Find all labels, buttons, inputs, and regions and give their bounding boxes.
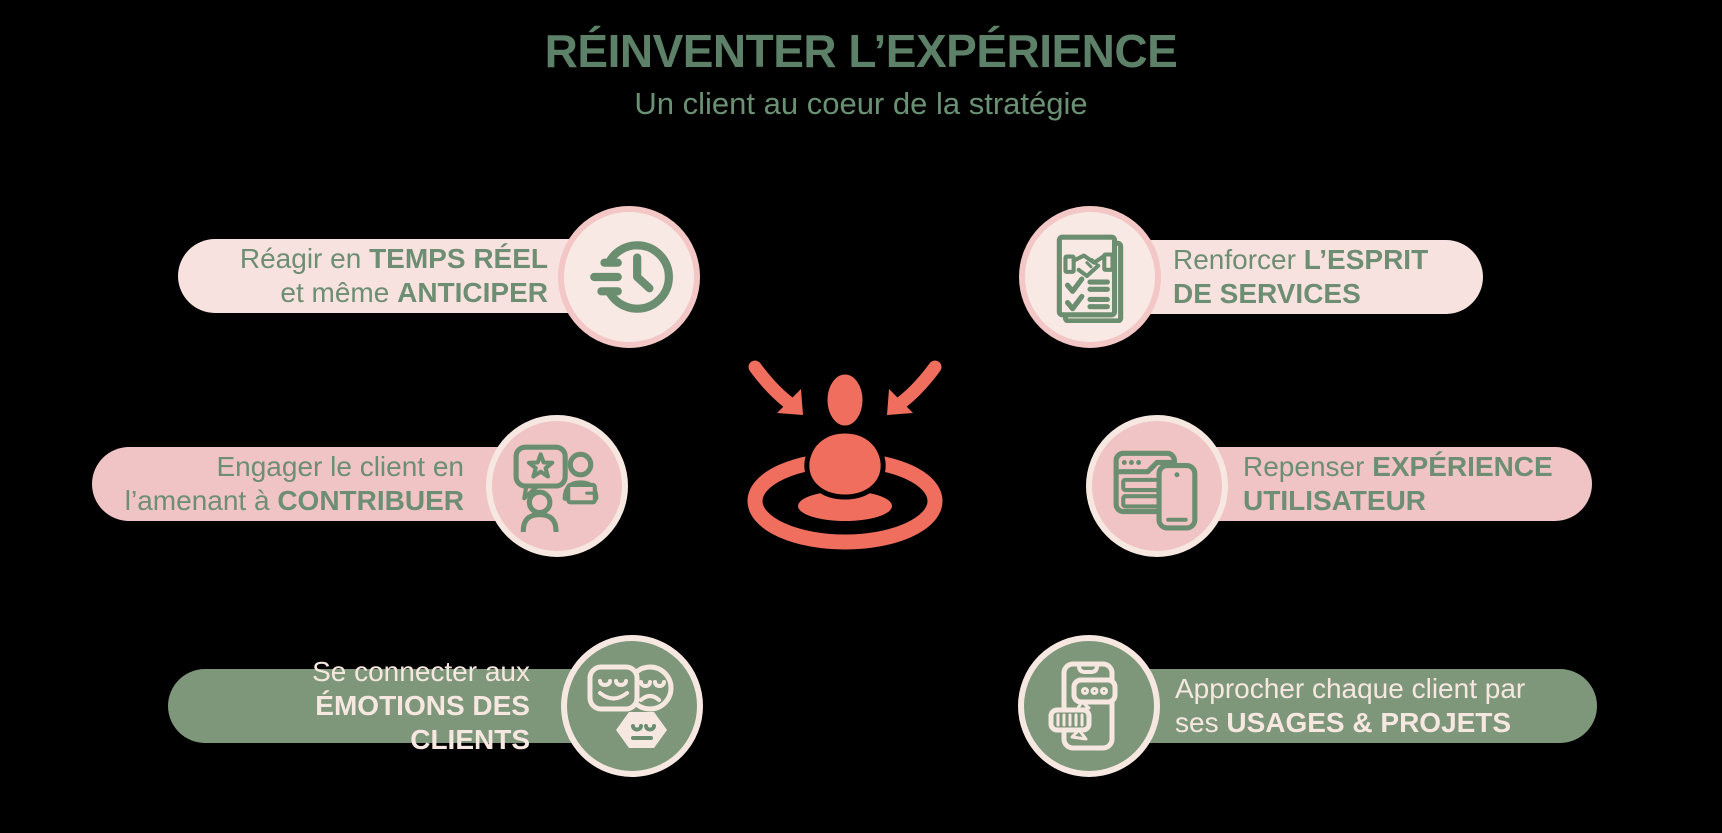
pill-line: ses USAGES & PROJETS	[1175, 707, 1512, 738]
pill-line: Repenser EXPÉRIENCE	[1243, 451, 1553, 482]
pill-line: Approcher chaque client par	[1175, 673, 1526, 704]
page-title: RÉINVENTER L’EXPÉRIENCE	[544, 25, 1178, 77]
speed-clock-icon	[590, 241, 673, 313]
item-pill: Approcher chaque client par ses USAGES &…	[1091, 669, 1597, 743]
page-subtitle: Un client au coeur de la stratégie	[634, 86, 1088, 121]
handshake-checklist-icon	[1056, 234, 1124, 323]
pill-line: UTILISATEUR	[1243, 485, 1427, 516]
browser-phone-icon	[1113, 450, 1198, 531]
emotion-faces-icon	[587, 664, 674, 748]
pill-line: Se connecter aux	[312, 656, 530, 687]
pill-line: DE SERVICES	[1173, 278, 1361, 309]
pill-line: Renforcer L’ESPRIT	[1173, 244, 1429, 275]
item-icon-circle	[1086, 415, 1228, 557]
pill-line: Engager le client en	[216, 451, 464, 482]
star-chat-people-icon	[513, 444, 599, 532]
item-icon-circle	[486, 415, 628, 557]
pill-line: ÉMOTIONS DES CLIENTS	[315, 690, 530, 755]
item-icon-circle	[561, 635, 703, 777]
pill-line: l’amenant à CONTRIBUER	[124, 485, 464, 516]
item-icon-circle	[558, 206, 700, 348]
customer-target-icon	[747, 360, 943, 550]
item-icon-circle	[1018, 635, 1160, 777]
item-pill: Repenser EXPÉRIENCE UTILISATEUR	[1159, 447, 1592, 521]
pill-line: Réagir en TEMPS RÉEL	[239, 243, 548, 274]
item-icon-circle	[1019, 206, 1161, 348]
phone-chat-icon	[1048, 661, 1118, 751]
pill-line: et même ANTICIPER	[280, 277, 548, 308]
item-pill: Renforcer L’ESPRIT DE SERVICES	[1092, 240, 1483, 314]
